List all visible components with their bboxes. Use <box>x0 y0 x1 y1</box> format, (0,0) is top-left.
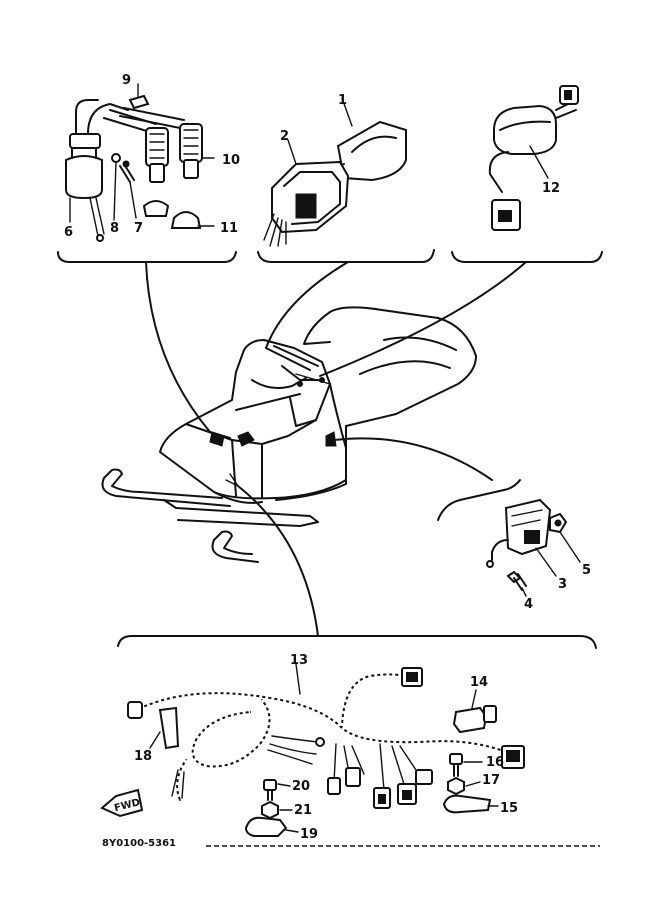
callout-16: 16 <box>486 755 504 770</box>
callout-11: 11 <box>220 221 238 236</box>
top-group-brackets <box>57 249 603 263</box>
callout-4: 4 <box>524 597 533 612</box>
callout-9: 9 <box>122 73 131 88</box>
callout-7: 7 <box>134 221 143 236</box>
snowmobile-body <box>101 306 477 563</box>
callout-14: 14 <box>470 675 488 690</box>
callout-15: 15 <box>500 801 518 816</box>
connector-lines <box>145 261 527 637</box>
cdi-unit-group <box>263 97 407 247</box>
ignition-coil-group <box>65 83 215 242</box>
callout-21: 21 <box>294 803 312 818</box>
callout-17: 17 <box>482 773 500 788</box>
callout-20: 20 <box>292 779 310 794</box>
callout-5: 5 <box>582 563 591 578</box>
bottom-group-bracket <box>117 635 597 649</box>
main-switch-group <box>488 85 579 231</box>
regulator-group <box>437 479 581 597</box>
callout-6: 6 <box>64 225 73 240</box>
callout-8: 8 <box>110 221 119 236</box>
callout-labels: 1 2 3 4 5 6 7 8 9 10 11 12 13 14 15 16 1… <box>64 73 591 842</box>
wire-harness-group <box>127 663 525 837</box>
callout-3: 3 <box>558 577 567 592</box>
callout-10: 10 <box>222 153 240 168</box>
callout-2: 2 <box>280 129 289 144</box>
callout-1: 1 <box>338 93 347 108</box>
callout-18: 18 <box>134 749 152 764</box>
callout-13: 13 <box>290 653 308 668</box>
drawing-code: 8Y0100-5361 <box>102 838 176 849</box>
callout-19: 19 <box>300 827 318 842</box>
fwd-arrow-icon: FWD <box>100 788 144 818</box>
callout-12: 12 <box>542 181 560 196</box>
